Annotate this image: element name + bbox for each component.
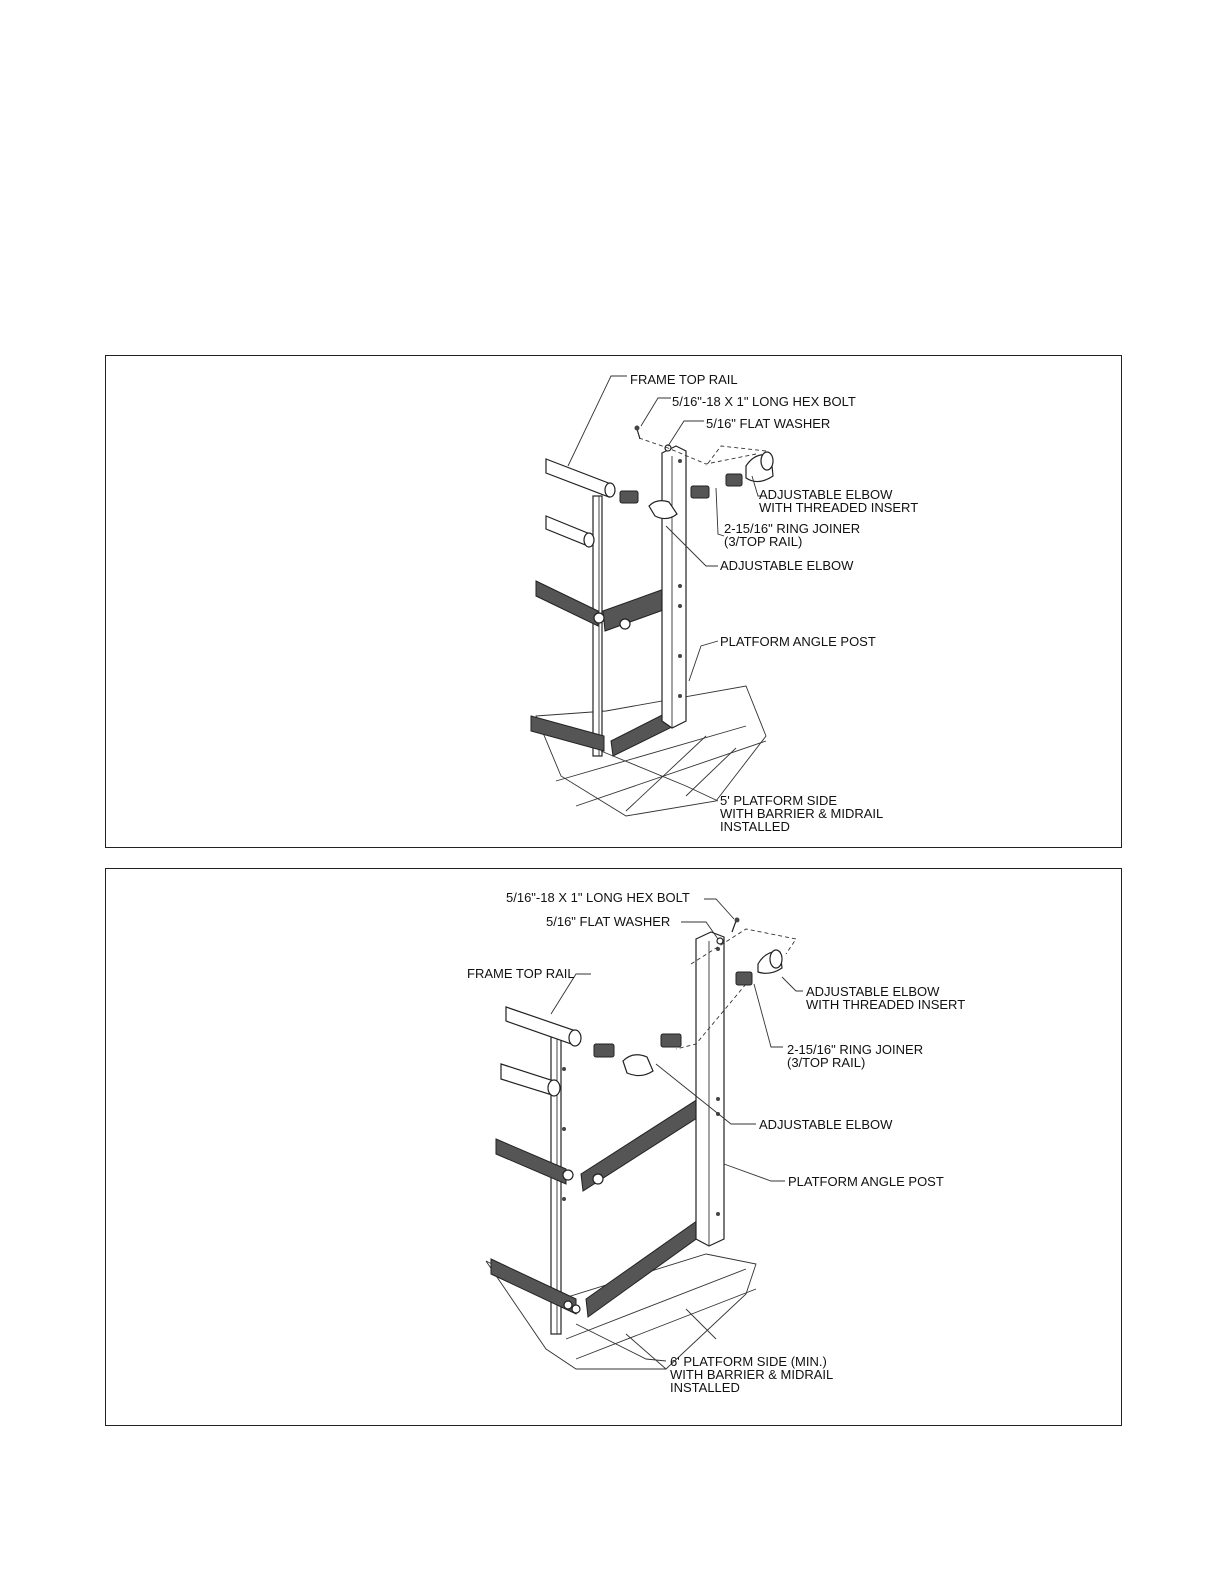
ring-joiner-3 bbox=[725, 473, 743, 487]
elbow-threaded-insert bbox=[757, 949, 783, 974]
barrier-left bbox=[530, 580, 605, 752]
bottom-rail bbox=[563, 1210, 714, 1318]
figure-1-drawing bbox=[530, 375, 774, 817]
hex-bolt-part bbox=[634, 425, 641, 440]
ring-joiner-2 bbox=[660, 1033, 682, 1048]
figure-1-panel: FRAME TOP RAIL 5/16"-18 X 1" LONG HEX BO… bbox=[105, 355, 1122, 848]
label-frame-top-rail: FRAME TOP RAIL bbox=[630, 372, 738, 387]
figure-2-panel: 5/16"-18 X 1" LONG HEX BOLT 5/16" FLAT W… bbox=[105, 868, 1122, 1426]
adjustable-elbow-part bbox=[622, 1054, 654, 1077]
ring-joiner-1 bbox=[619, 490, 639, 504]
platform-deck bbox=[535, 685, 767, 817]
label-adjustable-elbow: ADJUSTABLE ELBOW bbox=[720, 558, 854, 573]
washer-part bbox=[716, 937, 724, 945]
midrail bbox=[562, 1091, 712, 1192]
platform-angle-post bbox=[661, 445, 687, 729]
hex-bolt-part bbox=[731, 917, 740, 933]
label-flat-washer: 5/16" FLAT WASHER bbox=[706, 416, 831, 431]
figure-2-drawing bbox=[485, 898, 803, 1370]
adjustable-elbow-part bbox=[648, 500, 678, 520]
label-platform-angle-post: PLATFORM ANGLE POST bbox=[720, 634, 876, 649]
leader-lines bbox=[567, 375, 763, 802]
barrier-left bbox=[490, 1138, 577, 1315]
label-hex-bolt: 5/16"-18 X 1" LONG HEX BOLT bbox=[672, 394, 856, 409]
label-ring-joiner: 2-15/16" RING JOINER (3/TOP RAIL) bbox=[787, 1042, 924, 1070]
label-platform-side: 6' PLATFORM SIDE (MIN.) WITH BARRIER & M… bbox=[670, 1354, 834, 1395]
label-ring-joiner: 2-15/16" RING JOINER (3/TOP RAIL) bbox=[724, 521, 861, 549]
ring-joiner-3 bbox=[735, 971, 753, 986]
label-hex-bolt: 5/16"-18 X 1" LONG HEX BOLT bbox=[506, 890, 690, 905]
label-frame-top-rail: FRAME TOP RAIL bbox=[467, 966, 575, 981]
frame-top-rail bbox=[545, 458, 616, 548]
leader-lines bbox=[550, 898, 803, 1362]
label-adjustable-elbow-threaded: ADJUSTABLE ELBOW WITH THREADED INSERT bbox=[759, 487, 919, 515]
frame-top-rail bbox=[500, 1006, 582, 1097]
platform-angle-post bbox=[695, 931, 725, 1247]
elbow-threaded-insert bbox=[745, 451, 774, 483]
label-adjustable-elbow: ADJUSTABLE ELBOW bbox=[759, 1117, 893, 1132]
label-platform-side: 5' PLATFORM SIDE WITH BARRIER & MIDRAIL … bbox=[720, 793, 884, 834]
label-platform-angle-post: PLATFORM ANGLE POST bbox=[788, 1174, 944, 1189]
label-flat-washer: 5/16" FLAT WASHER bbox=[546, 914, 671, 929]
ring-joiner-2 bbox=[690, 485, 710, 499]
ring-joiner-1 bbox=[593, 1043, 615, 1058]
label-adjustable-elbow-threaded: ADJUSTABLE ELBOW WITH THREADED INSERT bbox=[806, 984, 966, 1012]
platform-deck bbox=[485, 1253, 757, 1370]
